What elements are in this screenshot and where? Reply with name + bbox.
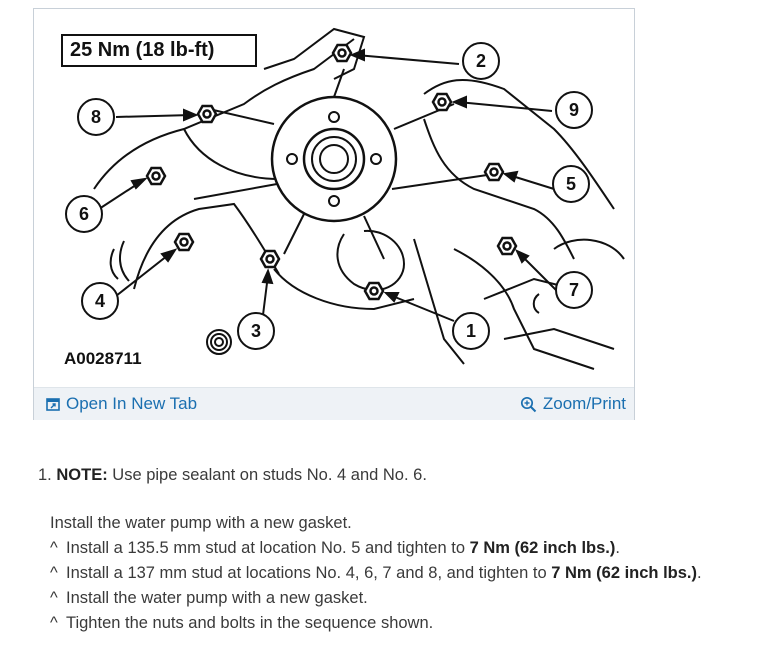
callout-2: 2 [475, 51, 486, 71]
caret-symbol: ^ [50, 589, 58, 607]
bullet-text: Install a 137 mm stud at locations No. 4… [66, 564, 552, 582]
note-line: 1. NOTE: Use pipe sealant on studs No. 4… [38, 466, 758, 485]
callout-7: 7 [568, 280, 579, 300]
zoom-print-label: Zoom/Print [542, 394, 626, 413]
bullet-tail: . [697, 564, 702, 582]
caret-symbol: ^ [50, 564, 58, 582]
note-label: NOTE: [56, 466, 108, 484]
caret-symbol: ^ [50, 539, 58, 557]
callout-3: 3 [250, 321, 261, 341]
torque-label: 25 Nm (18 lb-ft) [70, 39, 215, 61]
torque-spec: 7 Nm (62 inch lbs.) [551, 564, 698, 582]
callout-8: 8 [90, 107, 101, 127]
callout-6: 6 [78, 204, 89, 224]
list-item: ^ Install a 135.5 mm stud at location No.… [50, 538, 758, 558]
water-pump-diagram [61, 27, 625, 370]
torque-spec: 7 Nm (62 inch lbs.) [469, 539, 616, 557]
intro-line: Install the water pump with a new gasket… [50, 514, 352, 532]
zoom-print-link[interactable]: Zoom/Print [520, 394, 626, 414]
figure-toolbar: Open In New Tab Zoom/Print [34, 387, 634, 420]
step-number: 1. [38, 466, 52, 484]
callout-9: 9 [568, 100, 579, 120]
list-item: ^ Install the water pump with a new gaske… [50, 588, 758, 608]
bullet-text: Install a 135.5 mm stud at location No. … [66, 539, 470, 557]
figure-card: 25 Nm (18 lb-ft) A0028711 1 2 3 4 5 6 7 … [33, 8, 635, 420]
note-text: Use pipe sealant on studs No. 4 and No. … [107, 466, 427, 484]
bullet-tail: . [615, 539, 620, 557]
callout-1: 1 [465, 321, 476, 341]
callout-5: 5 [565, 174, 576, 194]
open-in-new-tab-label: Open In New Tab [66, 394, 198, 413]
caret-symbol: ^ [50, 614, 58, 632]
open-in-new-tab-icon [46, 398, 60, 411]
list-item: ^ Tighten the nuts and bolts in the seque… [50, 613, 758, 633]
magnifier-icon [520, 396, 537, 412]
list-item: ^ Install a 137 mm stud at locations No. … [50, 563, 758, 583]
callout-4: 4 [94, 291, 105, 311]
open-in-new-tab-link[interactable]: Open In New Tab [46, 394, 197, 414]
instructions: 1. NOTE: Use pipe sealant on studs No. 4… [38, 466, 758, 638]
bullet-text: Tighten the nuts and bolts in the sequen… [66, 614, 434, 632]
figure-id: A0028711 [64, 349, 142, 368]
bullet-text: Install the water pump with a new gasket… [66, 589, 368, 607]
